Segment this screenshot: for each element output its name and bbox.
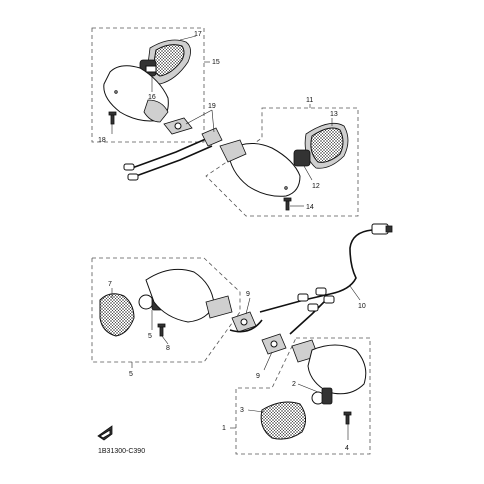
lens-13-inner <box>310 127 344 163</box>
housing-11-shape <box>227 143 301 197</box>
callout-8: 8 <box>166 345 170 352</box>
assembly-11-boundary <box>205 107 359 217</box>
callout-17: 17 <box>194 31 202 38</box>
screw-14-shape <box>285 199 290 211</box>
callout-11: 11 <box>306 97 313 104</box>
callout-18: 18 <box>98 137 106 144</box>
callout-9a: 9 <box>246 291 250 298</box>
connector-19-a <box>123 163 135 171</box>
harness-10-wire-b <box>259 293 331 313</box>
callout-12: 12 <box>312 183 320 190</box>
leader-9a <box>245 297 251 315</box>
callout-5a: 5 <box>148 333 152 340</box>
callout-10: 10 <box>358 303 366 310</box>
screw-8-shape <box>159 325 164 337</box>
screw-18-shape <box>110 113 115 125</box>
lens-3-shape <box>260 401 306 440</box>
leader-8 <box>161 335 169 345</box>
housing-15-dot <box>114 90 118 94</box>
assembly-5-group: 7 5 8 5 <box>91 257 241 378</box>
assembly-5-boundary <box>91 257 241 363</box>
socket-16-stem <box>145 65 157 73</box>
footer-group: 1B31300-C390 <box>97 425 145 455</box>
callout-3: 3 <box>240 407 244 414</box>
connector-19-b <box>127 173 139 181</box>
leader-9b <box>263 351 273 371</box>
assembly-1-group: 9 2 3 4 1 <box>222 333 371 455</box>
harness-10-group: 10 <box>259 223 393 335</box>
leader-10 <box>349 285 361 301</box>
lens-7-shape <box>99 293 135 337</box>
housing-11-neck <box>219 139 247 163</box>
wire-9-upper <box>229 319 263 333</box>
screw-4-head <box>343 411 352 416</box>
housing-1-shape <box>307 344 367 395</box>
callout-1: 1 <box>222 425 226 432</box>
connector-10-c <box>307 303 319 312</box>
bracket-9-lower-hole <box>270 340 278 348</box>
connector-10-d <box>323 295 335 304</box>
leader-17 <box>179 35 197 41</box>
callout-13: 13 <box>330 111 338 118</box>
screw-8-head <box>157 323 166 328</box>
socket-12-shape <box>293 149 311 167</box>
callout-4: 4 <box>345 445 349 452</box>
callout-2: 2 <box>292 381 296 388</box>
wire-19-path-b <box>135 145 213 177</box>
socket-2-base <box>321 387 333 405</box>
connector-10-a <box>297 293 309 302</box>
bracket-9-upper-hole <box>240 318 248 326</box>
wire-19-group: 19 <box>123 103 223 181</box>
callout-7: 7 <box>108 281 112 288</box>
callout-5b: 5 <box>129 371 133 378</box>
leader-19-b <box>211 109 215 133</box>
leader-12 <box>303 165 313 181</box>
brand-mark-icon-face <box>99 429 111 439</box>
assembly-11-group: 11 13 12 14 <box>205 97 359 217</box>
wire-19-path <box>131 137 209 169</box>
leader-19-a <box>185 109 213 125</box>
bracket-19-hole <box>174 122 182 130</box>
harness-10-main-wire <box>329 229 373 295</box>
assembly-15-group: 17 16 15 18 <box>91 27 220 144</box>
housing-5-neck <box>205 295 233 319</box>
housing-15-mount <box>143 99 169 123</box>
bracket-9-upper-group: 9 <box>229 291 263 333</box>
callout-9b: 9 <box>256 373 260 380</box>
leader-2 <box>297 383 319 393</box>
screw-14-head <box>283 197 292 202</box>
harness-10-plug-pins <box>385 225 393 233</box>
housing-5-shape <box>145 268 215 323</box>
callout-14: 14 <box>306 204 314 211</box>
diagram-code: 1B31300-C390 <box>98 448 145 455</box>
leader-3 <box>247 409 265 413</box>
assembly-15-boundary <box>91 27 205 143</box>
connector-10-b <box>315 287 327 296</box>
callout-16: 16 <box>148 94 156 101</box>
callout-15: 15 <box>212 59 220 66</box>
assembly-1-boundary <box>235 337 371 455</box>
callout-19: 19 <box>208 103 216 110</box>
housing-11-dot <box>284 186 288 190</box>
screw-4-shape <box>345 413 350 425</box>
screw-18-head <box>108 111 117 116</box>
grommet-19 <box>201 127 223 147</box>
bulb-socket-5 <box>138 294 154 310</box>
